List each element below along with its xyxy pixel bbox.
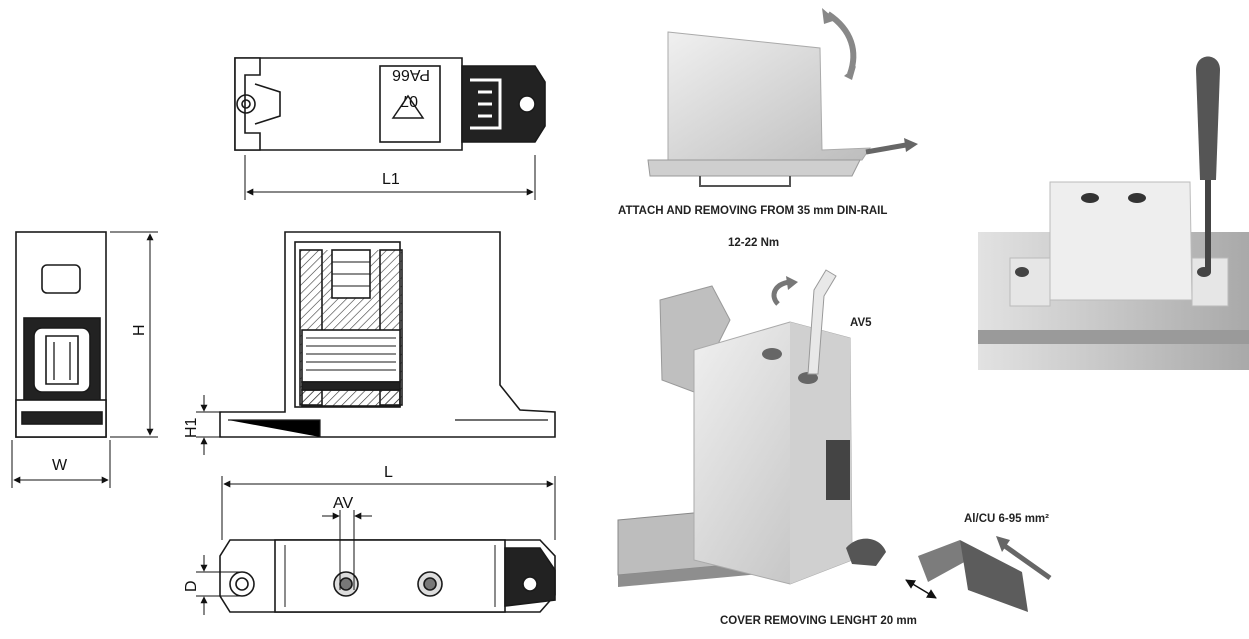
side-view — [15, 231, 107, 438]
bottom-view — [219, 539, 556, 613]
section-view — [219, 231, 556, 438]
dimension-av — [322, 510, 372, 590]
conductor-label: Al/CU 6-95 mm² — [964, 513, 1049, 525]
terminal-render — [617, 269, 1052, 612]
material-mark-label: PA66 — [392, 66, 430, 83]
dimension-l1-label: L1 — [382, 171, 400, 188]
torque-arrow-icon — [771, 279, 791, 306]
dimension-w — [11, 440, 111, 488]
din-rail-caption: ATTACH AND REMOVING FROM 35 mm DIN-RAIL — [618, 205, 887, 217]
tool-label: AV5 — [850, 317, 872, 329]
conductor-wire — [918, 540, 968, 582]
dimension-l — [221, 476, 556, 540]
dimension-av-label: AV — [333, 495, 353, 512]
dimension-w-label: W — [52, 457, 68, 474]
dimension-d-label: D — [183, 580, 200, 592]
dimension-h-label: H — [131, 324, 148, 336]
screwdriver-render — [978, 56, 1249, 370]
push-arrow-icon — [865, 142, 907, 155]
rotate-arrow-icon — [826, 11, 857, 76]
top-view — [234, 57, 546, 151]
cover-caption: COVER REMOVING LENGHT 20 mm — [720, 615, 917, 627]
dimension-d — [196, 555, 240, 615]
screwdriver-handle — [1196, 56, 1220, 180]
recycle-icon — [391, 94, 425, 119]
dimension-l-label: L — [384, 464, 393, 481]
cover-length-arrow-icon — [905, 579, 937, 599]
dimension-h — [110, 231, 158, 438]
dimension-l1 — [244, 155, 536, 200]
torque-label: 12-22 Nm — [728, 237, 779, 249]
insert-arrow-icon — [1000, 541, 1052, 581]
dimension-h1-label: H1 — [183, 417, 200, 438]
din-rail-render — [647, 8, 918, 187]
dimension-h1 — [196, 395, 222, 455]
